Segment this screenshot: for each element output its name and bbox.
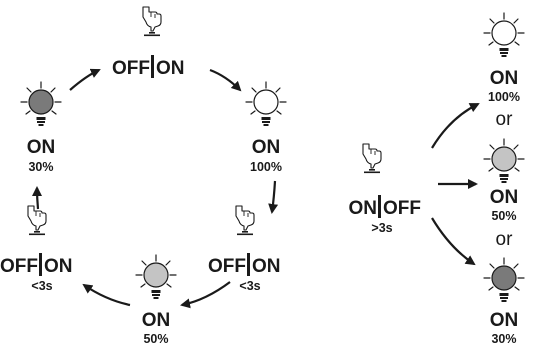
arrow-icon (431, 217, 476, 266)
separator-bar (151, 55, 154, 78)
option-1-label: ON (490, 68, 519, 89)
separator-bar (378, 195, 381, 218)
option-1-level: 100% (488, 90, 520, 104)
cycle-bottom-label: ON (142, 310, 171, 331)
cycle-top-off: OFF (112, 58, 150, 79)
bulb-icon (20, 81, 62, 127)
long-press-time: >3s (371, 221, 392, 235)
cycle-bottom-level: 50% (143, 332, 168, 346)
cycle-top-on: ON (156, 58, 185, 79)
arrow-icon (268, 180, 279, 214)
hand-press-icon (362, 143, 382, 174)
arrow-icon (180, 281, 231, 309)
separator-bar (247, 253, 250, 276)
cycle-right-bottom-time: <3s (239, 279, 260, 293)
cycle-right-top-label: ON (252, 137, 281, 158)
bulb-icon (483, 138, 525, 184)
bulb-icon (483, 257, 525, 303)
long-press-on: ON (349, 198, 378, 219)
hand-press-icon (142, 6, 162, 37)
arrow-icon (209, 68, 242, 92)
arrow-icon (69, 68, 101, 91)
option-arrows (431, 103, 480, 266)
long-press-off: OFF (383, 198, 421, 219)
cycle-left-bottom-off: OFF (0, 256, 38, 277)
cycle-left-bottom-time: <3s (31, 279, 52, 293)
hand-press-icon (235, 205, 255, 236)
arrow-icon (32, 186, 43, 210)
cycle-left-bottom-on: ON (44, 256, 73, 277)
hand-press-icon (27, 205, 47, 236)
cycle-arrows (32, 68, 279, 309)
option-3-label: ON (490, 310, 519, 331)
option-2-level: 50% (491, 209, 516, 223)
bulb-icon (245, 81, 287, 127)
separator-bar (39, 253, 42, 276)
cycle-right-top-level: 100% (250, 160, 282, 174)
option-2-label: ON (490, 187, 519, 208)
bulb-icon (483, 12, 525, 58)
cycle-left-top-label: ON (27, 137, 56, 158)
cycle-right-bottom-on: ON (252, 256, 281, 277)
or-separator: or (496, 229, 514, 250)
arrow-icon (82, 283, 131, 307)
or-separator: or (496, 109, 514, 130)
option-3-level: 30% (491, 332, 516, 346)
cycle-right-bottom-off: OFF (208, 256, 246, 277)
arrow-icon (431, 103, 480, 149)
bulb-icon (135, 254, 177, 300)
cycle-left-top-level: 30% (28, 160, 53, 174)
